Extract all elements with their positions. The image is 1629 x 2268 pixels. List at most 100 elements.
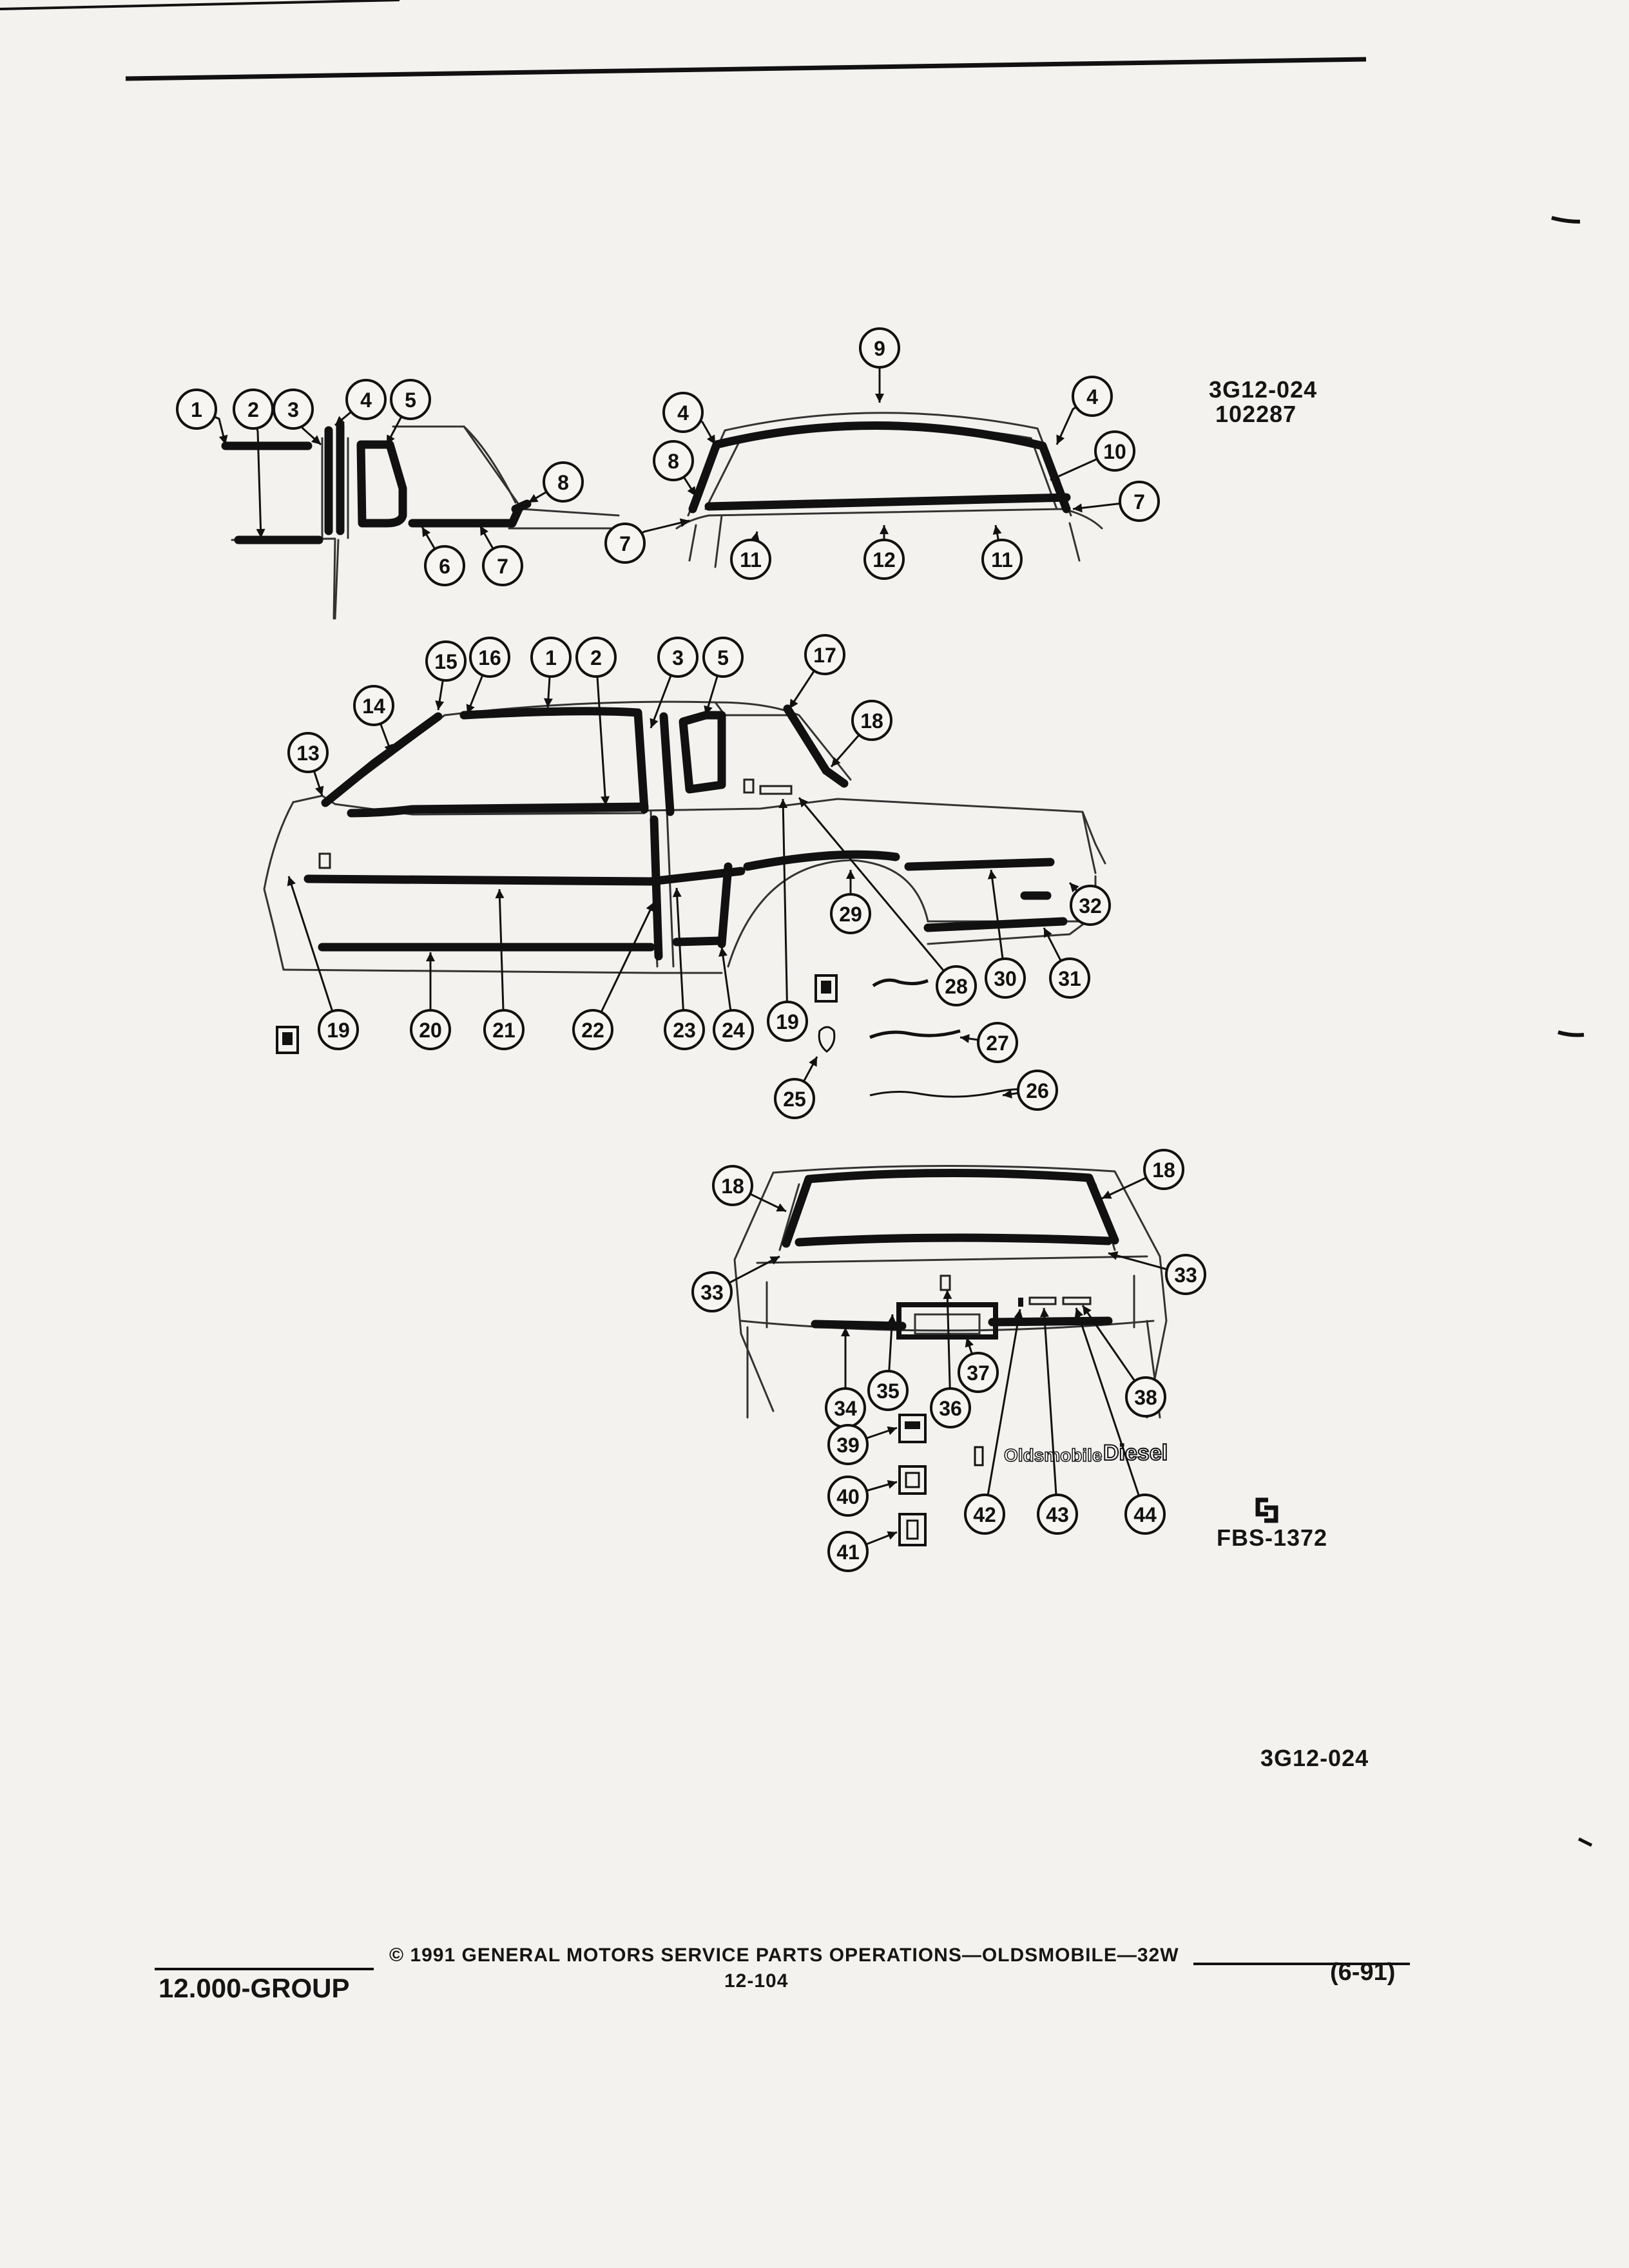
- callout-number: 18: [1152, 1158, 1175, 1182]
- callout-number: 40: [836, 1485, 860, 1508]
- leader-arrow: [880, 525, 889, 534]
- callout-circle: [702, 637, 744, 678]
- callout-number: 33: [700, 1281, 724, 1304]
- leader-arrow: [495, 889, 505, 899]
- callout-number: 5: [717, 646, 729, 669]
- callout-number: 18: [721, 1175, 744, 1198]
- leader-arrow: [480, 526, 488, 536]
- callout-3: 3: [273, 389, 314, 430]
- callout-42: 42: [964, 1494, 1005, 1535]
- leader-arrow: [718, 947, 728, 957]
- callout-number: 44: [1133, 1503, 1157, 1526]
- leader-arrow: [1050, 472, 1061, 481]
- callout-circle: [985, 957, 1026, 999]
- callout-number: 5: [405, 389, 416, 412]
- callout-number: 4: [1086, 385, 1098, 408]
- callout-number: 4: [677, 401, 689, 425]
- car-rear-view: [733, 1164, 1168, 1419]
- leader-arrow: [1074, 1308, 1084, 1318]
- rear-emblems: Oldsmobile Diesel: [898, 1414, 1168, 1546]
- callout-number: 28: [945, 975, 968, 998]
- callout-number: 22: [581, 1019, 604, 1042]
- leader-arrow: [287, 876, 296, 887]
- callout-number: 30: [994, 967, 1017, 990]
- leader-arrow: [466, 704, 475, 714]
- leader-arrow: [776, 1203, 786, 1212]
- callout-33: 33: [1165, 1254, 1206, 1295]
- callout-4: 4: [1072, 376, 1113, 417]
- margin-mark: [1557, 1030, 1585, 1037]
- leader-arrow: [687, 486, 696, 496]
- leader-arrow: [831, 756, 841, 767]
- callout-circle: [1094, 430, 1135, 472]
- callout-5: 5: [702, 637, 744, 678]
- leader-arrow: [311, 435, 321, 445]
- callout-circle: [767, 1001, 808, 1042]
- footer-rule-left: [155, 1968, 374, 1970]
- callout-number: 1: [545, 646, 557, 669]
- leader-arrow: [789, 698, 798, 709]
- callout-circle: [410, 1009, 451, 1050]
- margin-mark: [1551, 216, 1581, 224]
- callout-circle: [730, 539, 771, 580]
- callout-circle: [964, 1494, 1005, 1535]
- callout-circle: [1143, 1149, 1184, 1190]
- callout-30: 30: [985, 957, 1026, 999]
- figure-code-bottom: 3G12-024: [1260, 1745, 1369, 1771]
- callout-40: 40: [827, 1475, 869, 1517]
- callout-number: 3: [672, 646, 684, 669]
- callout-circle: [863, 539, 905, 580]
- leader-line: [782, 798, 789, 1022]
- callout-20: 20: [410, 1009, 451, 1050]
- callout-number: 43: [1046, 1503, 1069, 1526]
- leader-arrow: [1108, 1251, 1119, 1260]
- callout-number: 7: [1133, 490, 1145, 514]
- callout-38: 38: [1125, 1376, 1166, 1418]
- callout-number: 2: [590, 646, 602, 669]
- leader-line: [983, 1309, 1021, 1515]
- leader-arrow: [387, 434, 395, 445]
- leader-arrow: [1070, 883, 1079, 893]
- car-side-view: [263, 700, 1106, 974]
- callout-39: 39: [827, 1424, 869, 1465]
- callout-circle: [691, 1271, 733, 1312]
- callout-15: 15: [425, 640, 467, 682]
- leader-arrow: [887, 1426, 897, 1436]
- callout-number: 19: [776, 1010, 799, 1033]
- callout-number: 32: [1079, 894, 1102, 918]
- leader-arrow: [601, 796, 610, 805]
- callout-43: 43: [1037, 1494, 1078, 1535]
- leader-arrow: [987, 870, 997, 879]
- callout-16: 16: [469, 637, 510, 678]
- callout-circle: [482, 545, 523, 586]
- leader-arrow: [769, 1256, 780, 1265]
- callout-9: 9: [859, 327, 900, 369]
- callout-1: 1: [176, 389, 217, 430]
- callout-8: 8: [543, 461, 584, 503]
- callout-circle: [930, 1387, 971, 1428]
- callout-number: 24: [722, 1019, 745, 1042]
- callout-36: 36: [930, 1387, 971, 1428]
- callout-circle: [424, 545, 465, 586]
- leader-line: [675, 887, 686, 1030]
- callout-number: 8: [557, 471, 569, 494]
- callout-12: 12: [863, 539, 905, 580]
- leader-line: [798, 797, 958, 986]
- leader-arrow: [704, 705, 713, 715]
- callout-2: 2: [575, 637, 617, 678]
- leader-line: [1043, 1307, 1059, 1515]
- callout-circle: [176, 389, 217, 430]
- callout-18: 18: [851, 700, 892, 741]
- callout-circle: [859, 327, 900, 369]
- callout-circle: [318, 1009, 359, 1050]
- leader-arrow: [960, 1033, 970, 1043]
- leader-arrow: [1073, 503, 1083, 513]
- callout-number: 18: [860, 709, 883, 733]
- callout-circle: [1072, 376, 1113, 417]
- callout-number: 6: [439, 555, 450, 578]
- callout-number: 29: [839, 903, 862, 926]
- callout-41: 41: [827, 1531, 869, 1572]
- callout-23: 23: [664, 1009, 705, 1050]
- callout-number: 21: [492, 1019, 516, 1042]
- leader-arrow: [672, 888, 682, 898]
